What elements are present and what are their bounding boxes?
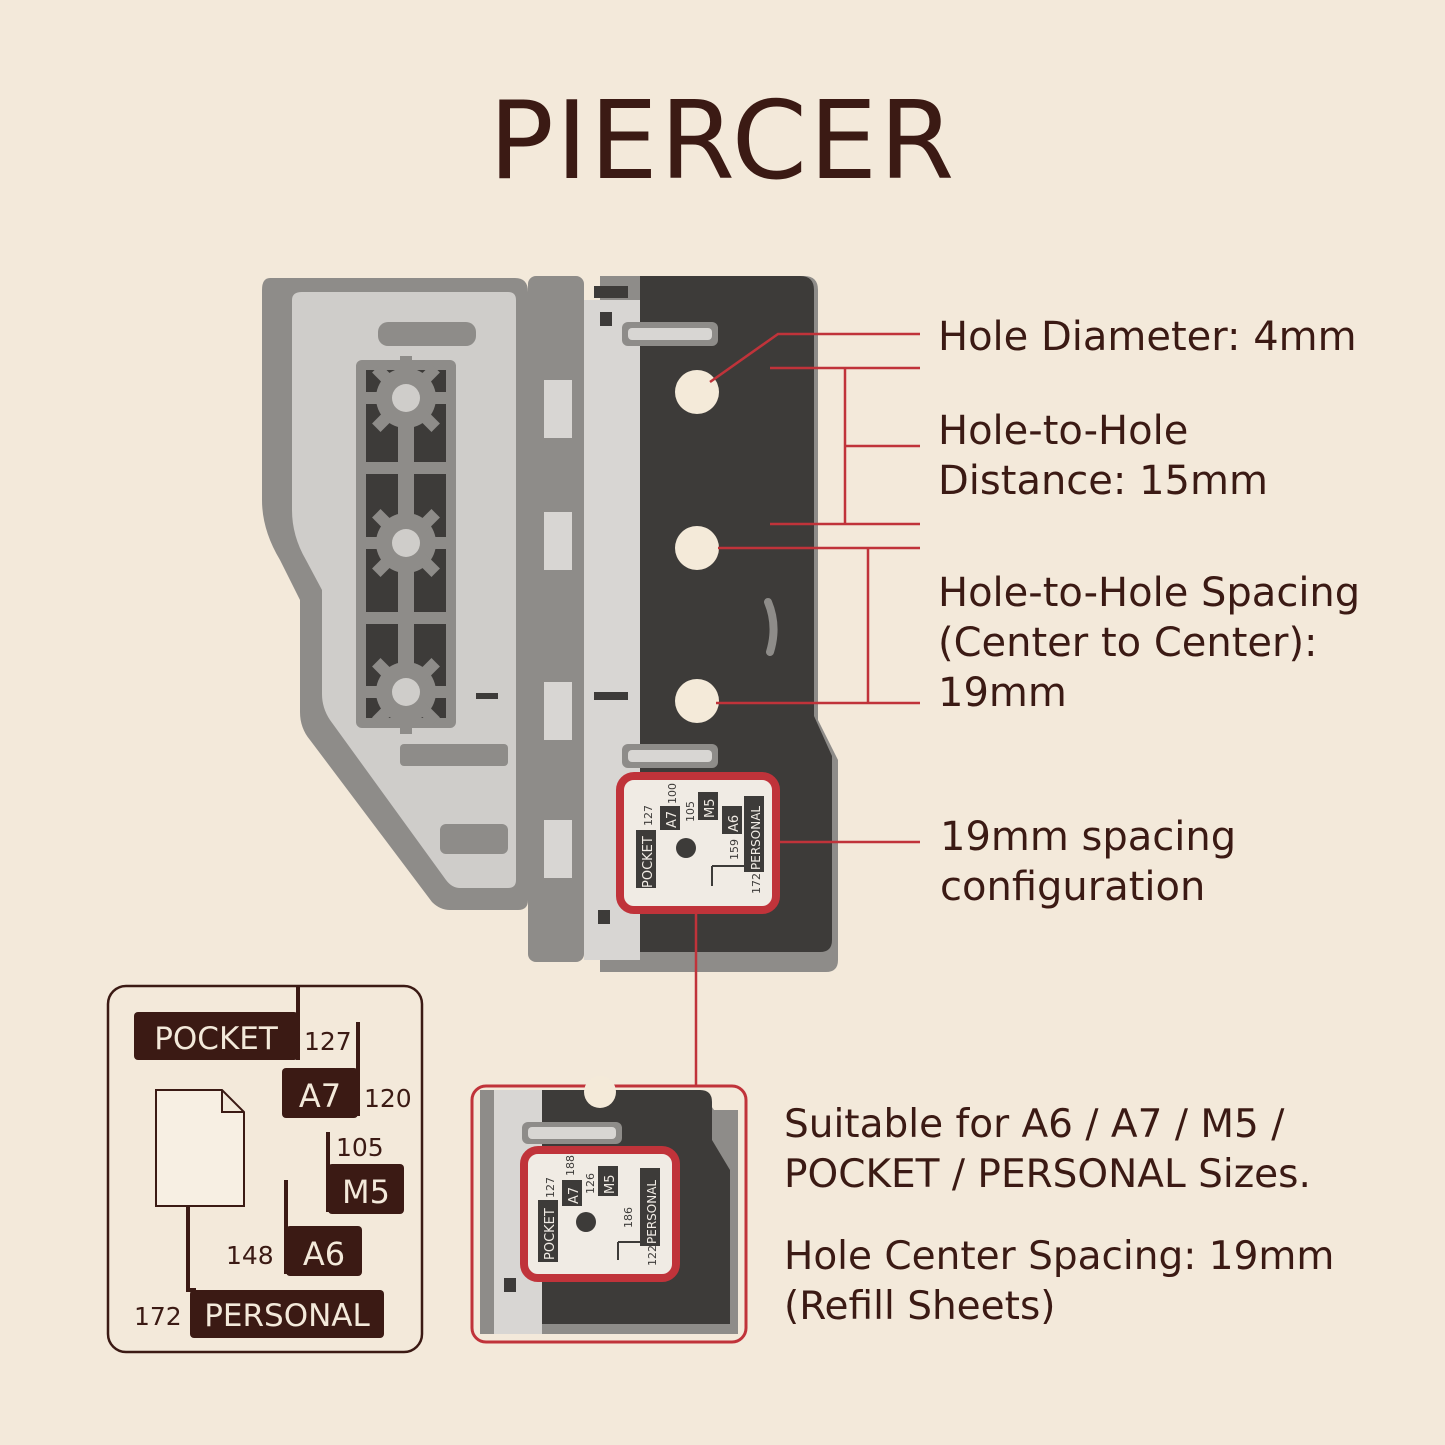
callout-hole-spacing-line: Hole-to-Hole Spacing	[938, 570, 1361, 616]
callout-suitable: Suitable for A6 / A7 / M5 / POCKET / PER…	[784, 1100, 1311, 1200]
callout-center-spacing-line: Hole Center Spacing: 19mm	[784, 1234, 1335, 1279]
callout-center-spacing: Hole Center Spacing: 19mm (Refill Sheets…	[784, 1232, 1334, 1332]
gauge-number: 127	[642, 805, 655, 826]
size-number-a7: 120	[364, 1084, 412, 1113]
size-label-a7: A7	[299, 1077, 341, 1115]
gauge-label-pocket: POCKET	[641, 836, 656, 888]
size-label-a6: A6	[303, 1235, 345, 1273]
callout-config-line: 19mm spacing	[940, 814, 1237, 860]
page-icon	[155, 1089, 245, 1207]
gauge-label-a6: A6	[727, 815, 742, 832]
size-label-pocket: POCKET	[154, 1021, 279, 1057]
zoom-detail: POCKET 127 A7 188 126 M5 186 PERSONAL 12…	[470, 1076, 748, 1344]
gear-icon	[364, 650, 448, 734]
gauge-number: 172	[750, 873, 763, 894]
callout-hole-distance: Hole-to-Hole Distance: 15mm	[938, 406, 1268, 506]
gear-icon	[364, 356, 448, 440]
callout-hole-spacing-line: 19mm	[938, 670, 1067, 716]
callout-hole-spacing: Hole-to-Hole Spacing (Center to Center):…	[938, 568, 1360, 718]
zoom-number: 126	[584, 1173, 597, 1194]
callout-config-line: configuration	[940, 864, 1206, 910]
callout-center-spacing-line: (Refill Sheets)	[784, 1284, 1056, 1329]
hinge	[520, 276, 584, 962]
gear-housing	[262, 278, 528, 910]
callout-suitable-line: Suitable for A6 / A7 / M5 /	[784, 1102, 1285, 1147]
callout-lines	[694, 332, 920, 1086]
punch-hole	[675, 526, 719, 570]
size-number-m5: 105	[336, 1133, 384, 1162]
gauge-number: 100	[666, 783, 679, 804]
zoom-label-pocket: POCKET	[543, 1208, 558, 1260]
size-label-personal: PERSONAL	[204, 1298, 370, 1334]
size-number-a6: 148	[226, 1241, 274, 1270]
punch-hole	[675, 679, 719, 723]
zoom-number: 122	[646, 1245, 659, 1266]
zoom-number: 188	[564, 1155, 577, 1176]
gear-icon	[364, 501, 448, 585]
zoom-number: 186	[622, 1207, 635, 1228]
punch-hole	[675, 370, 719, 414]
zoom-number: 127	[544, 1177, 557, 1198]
callout-hole-spacing-line: (Center to Center):	[938, 620, 1318, 666]
gauge-label-m5: M5	[703, 799, 718, 819]
callout-hole-distance-line: Hole-to-Hole	[938, 408, 1189, 454]
zoom-label-m5: M5	[603, 1175, 618, 1195]
gauge-label-a7: A7	[665, 811, 680, 828]
size-label-m5: M5	[342, 1173, 390, 1211]
callout-hole-diameter-text: Hole Diameter: 4mm	[938, 314, 1357, 360]
size-number-personal: 172	[134, 1302, 182, 1331]
gauge-number: 105	[684, 801, 697, 822]
gauge-label-personal: PERSONAL	[749, 806, 763, 870]
zoom-label-a7: A7	[567, 1187, 582, 1204]
page-title: PIERCER	[488, 79, 957, 204]
callout-suitable-line: POCKET / PERSONAL Sizes.	[784, 1152, 1311, 1197]
gauge-number: 159	[728, 839, 741, 860]
zoom-label-personal: PERSONAL	[645, 1180, 659, 1244]
size-chart: POCKET 127 A7 120 105 M5 148 A6 172 PERS…	[106, 984, 424, 1354]
callout-hole-diameter: Hole Diameter: 4mm	[938, 312, 1357, 362]
callout-hole-distance-line: Distance: 15mm	[938, 458, 1268, 504]
size-number-pocket: 127	[304, 1027, 352, 1056]
callout-config: 19mm spacing configuration	[940, 812, 1236, 912]
device-size-gauge: POCKET 127 A7 100 105 M5 A6 159 PERSONAL…	[616, 772, 780, 914]
